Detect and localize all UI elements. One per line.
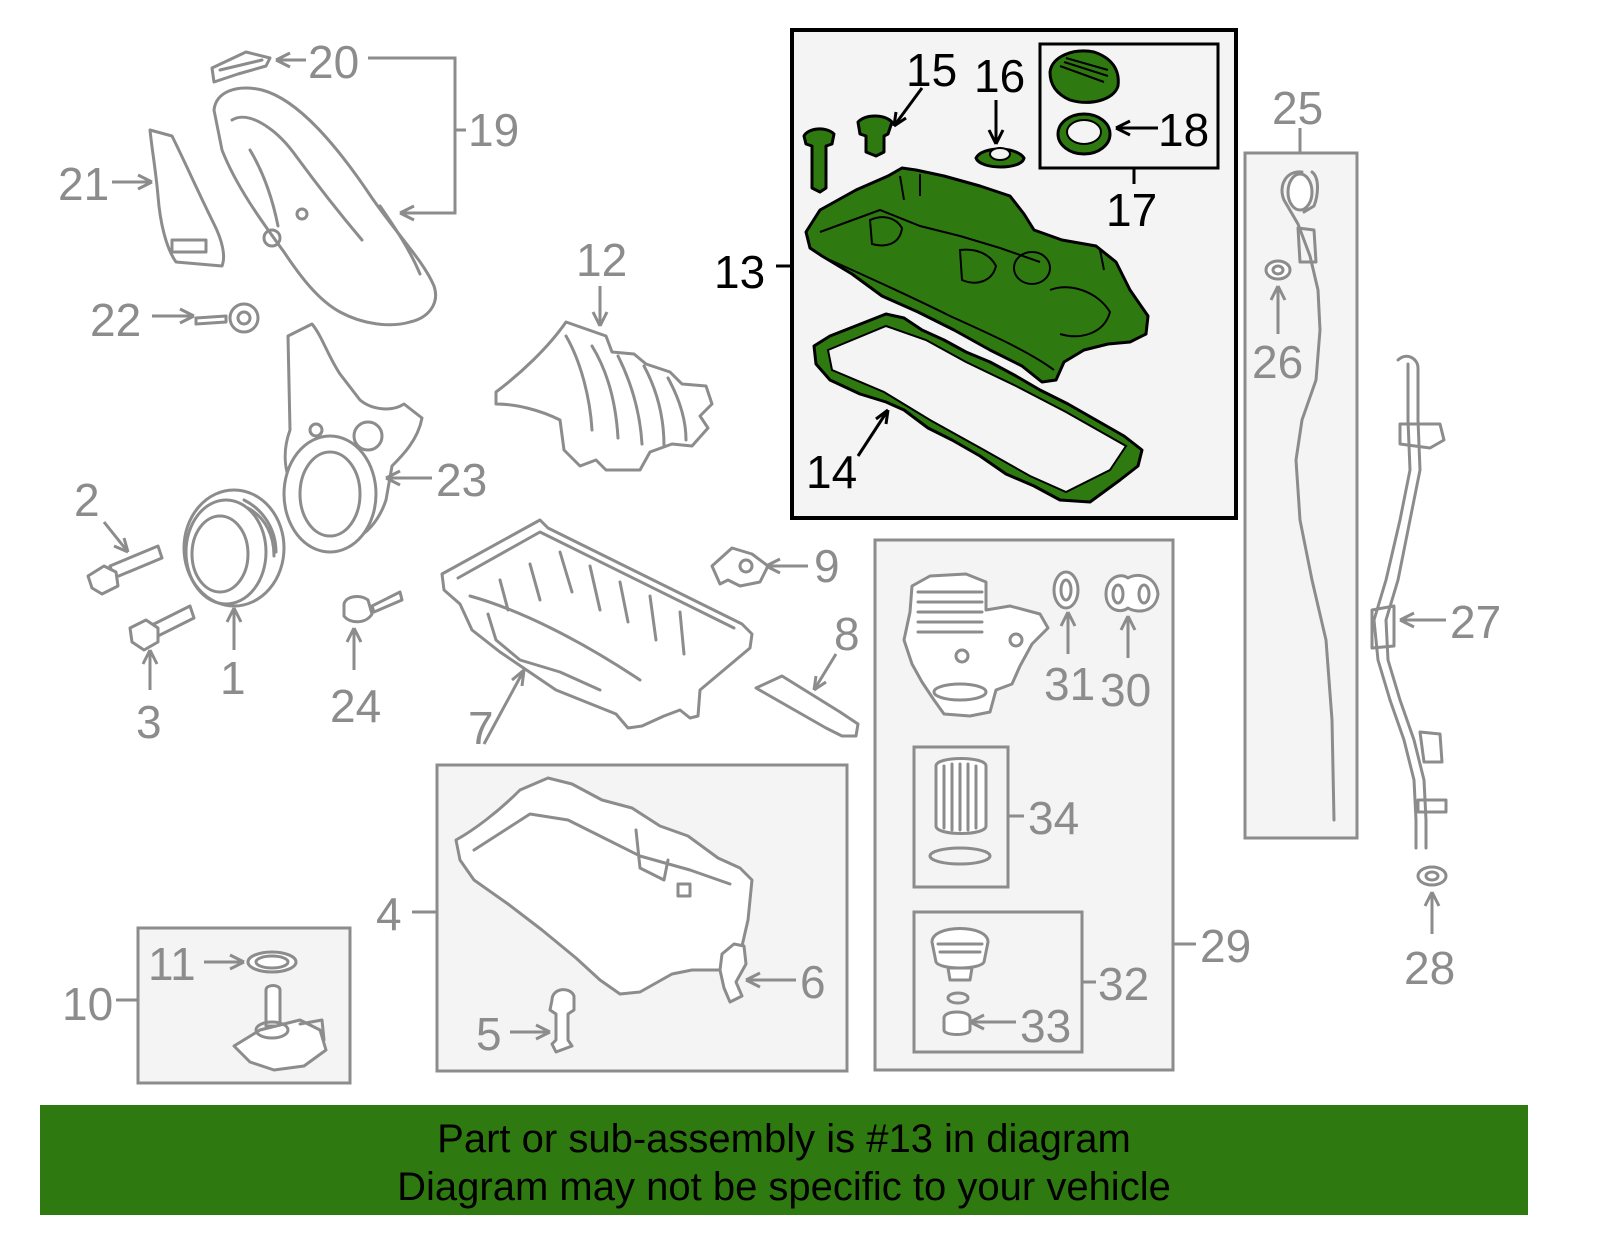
callout-19: 19	[468, 104, 519, 156]
callout-32: 32	[1098, 958, 1149, 1010]
callout-30: 30	[1100, 664, 1151, 716]
callout-33: 33	[1020, 1000, 1071, 1052]
bolt-part-22	[194, 302, 260, 334]
callout-8: 8	[834, 608, 860, 660]
oil-pan-part-7	[440, 518, 754, 730]
info-banner: Part or sub-assembly is #13 in diagram D…	[40, 1105, 1528, 1215]
callout-20: 20	[308, 36, 359, 88]
callout-16: 16	[974, 50, 1025, 102]
banner-line-2: Diagram may not be specific to your vehi…	[397, 1165, 1171, 1209]
callout-26: 26	[1252, 336, 1303, 388]
filter-cap-part-32	[930, 927, 990, 982]
timing-cover-upper-part-19	[212, 86, 437, 327]
callout-6: 6	[800, 956, 826, 1008]
filter-housing-part-29	[902, 572, 1050, 718]
callout-14: 14	[806, 446, 857, 498]
callout-4: 4	[376, 888, 402, 940]
baffle-part-4	[454, 776, 754, 996]
callout-28: 28	[1404, 942, 1455, 994]
timing-cover-lower-part-21	[148, 128, 226, 268]
strip-part-8	[754, 674, 860, 738]
bolt-part-24	[342, 590, 404, 624]
callout-18: 18	[1158, 104, 1209, 156]
callout-9: 9	[814, 540, 840, 592]
callout-24: 24	[330, 680, 381, 732]
callout-1: 1	[220, 652, 246, 704]
cover-part-23	[282, 322, 424, 554]
callout-7: 7	[468, 702, 494, 754]
gasket-part-30	[1104, 573, 1160, 613]
clip-part-6	[718, 942, 748, 1004]
callout-25: 25	[1272, 82, 1323, 134]
callout-2: 2	[74, 474, 100, 526]
grommet-part-15	[856, 114, 894, 158]
bolt-part-5	[548, 988, 576, 1054]
seal-part-20	[210, 50, 272, 84]
plug-part-33	[942, 991, 972, 1036]
oring-part-11	[246, 950, 298, 974]
callout-10: 10	[62, 978, 113, 1030]
bolt-part-15-left	[802, 127, 836, 194]
callout-34: 34	[1028, 792, 1079, 844]
pulley-part-1	[182, 488, 286, 608]
sensor-part-9	[710, 546, 770, 588]
sensor-part-10	[232, 984, 328, 1072]
banner-line-1: Part or sub-assembly is #13 in diagram	[437, 1117, 1131, 1161]
grommet-part-16	[974, 147, 1026, 169]
filter-element-part-34	[928, 757, 992, 866]
washer-part-26	[1264, 259, 1292, 281]
washer-part-28	[1416, 865, 1448, 887]
seal-part-31	[1052, 570, 1080, 610]
cap-part-17	[1048, 49, 1120, 104]
bolt-part-3	[128, 604, 196, 652]
callout-17: 17	[1106, 184, 1157, 236]
dipstick-tube-part-27	[1370, 354, 1448, 850]
valve-cover-part-13	[804, 166, 1150, 384]
callout-21: 21	[58, 158, 109, 210]
callout-5: 5	[476, 1008, 502, 1060]
callout-31: 31	[1044, 658, 1095, 710]
callout-11: 11	[148, 938, 196, 990]
bolt-part-2	[86, 544, 164, 596]
callout-3: 3	[136, 696, 162, 748]
callout-27: 27	[1450, 596, 1501, 648]
seal-part-18	[1056, 112, 1112, 156]
callout-13: 13	[714, 246, 765, 298]
leader-lines	[102, 51, 1446, 1041]
callout-29: 29	[1200, 920, 1251, 972]
callout-12: 12	[576, 234, 627, 286]
callout-15: 15	[906, 44, 957, 96]
callout-22: 22	[90, 294, 141, 346]
dipstick-part-25	[1280, 170, 1336, 822]
baffle-part-12	[494, 320, 714, 472]
gasket-part-14	[812, 312, 1144, 504]
callout-23: 23	[436, 454, 487, 506]
